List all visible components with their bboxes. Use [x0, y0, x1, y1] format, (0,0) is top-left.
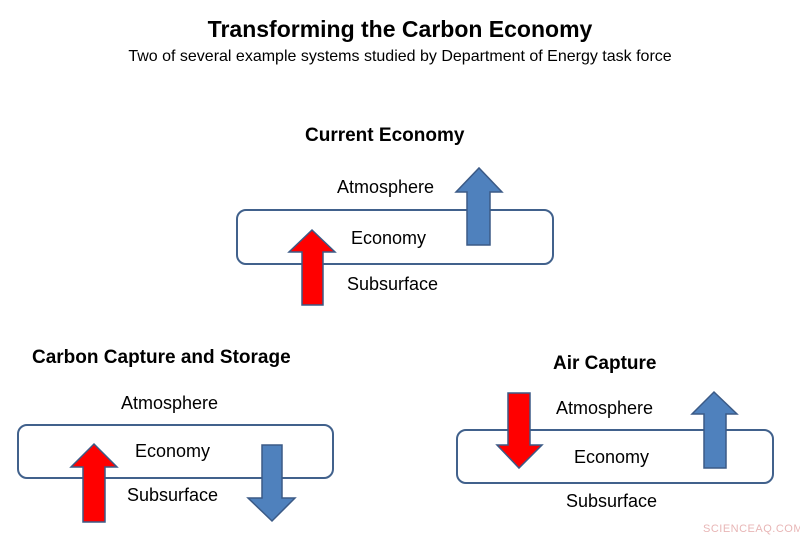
- panel-air-capture-graphics: [456, 390, 774, 484]
- label-atmosphere: Atmosphere: [121, 393, 219, 413]
- label-subsurface: Subsurface: [566, 491, 658, 511]
- label-subsurface: Subsurface: [127, 485, 219, 505]
- red-up-arrow-icon: [69, 442, 119, 523]
- panel-title-air-capture: Air Capture: [553, 353, 657, 374]
- panel-current-economy-graphics: [236, 166, 554, 306]
- blue-down-arrow-icon: [246, 444, 297, 523]
- blue-up-arrow-icon: [690, 390, 739, 469]
- blue-up-arrow-icon: [454, 166, 504, 246]
- diagram-subtitle: Two of several example systems studied b…: [128, 48, 672, 65]
- diagram-title: Transforming the Carbon Economy: [207, 16, 593, 42]
- panel-title-current-economy: Current Economy: [305, 125, 465, 146]
- label-atmosphere: Atmosphere: [337, 177, 435, 197]
- watermark: SCIENCEAQ.COM: [703, 523, 800, 535]
- label-economy: Economy: [351, 228, 427, 248]
- label-subsurface: Subsurface: [347, 274, 439, 294]
- economy-box: [456, 429, 774, 484]
- label-atmosphere: Atmosphere: [556, 398, 654, 418]
- panel-title-ccs: Carbon Capture and Storage: [32, 347, 291, 368]
- panel-ccs-graphics: [17, 424, 334, 523]
- red-down-arrow-icon: [495, 392, 544, 470]
- label-economy: Economy: [574, 447, 650, 467]
- label-economy: Economy: [135, 441, 211, 461]
- red-up-arrow-icon: [287, 228, 337, 306]
